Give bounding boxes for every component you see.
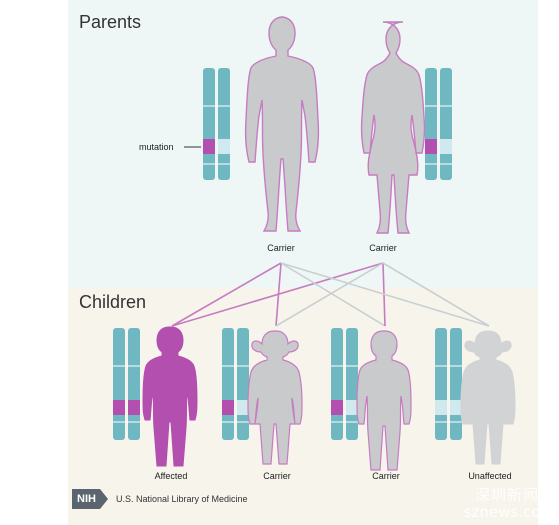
inheritance-lines [171, 262, 490, 327]
chromosome [128, 328, 140, 440]
watermark-url: sznews.com [463, 503, 555, 521]
father-status-label: Carrier [267, 243, 295, 253]
normal-band [450, 400, 462, 415]
child3-status-label: Carrier [372, 471, 400, 481]
chromosome [425, 68, 437, 180]
chromosome [203, 68, 215, 180]
child3-chromosome-pair [331, 328, 358, 440]
mother-status-label: Carrier [369, 243, 397, 253]
children-heading: Children [79, 292, 147, 312]
chromosome [450, 328, 462, 440]
chromosome [237, 328, 249, 440]
mutation-band [425, 139, 437, 154]
chromosome [331, 328, 343, 440]
normal-band [346, 400, 358, 415]
chromosome [113, 328, 125, 440]
child2-carrier-figure [247, 330, 303, 465]
nih-logo-text: NIH [77, 493, 96, 505]
mutation-label: mutation [139, 142, 174, 152]
normal-band [440, 139, 452, 154]
mother-chromosome-pair [425, 68, 452, 180]
parents-heading: Parents [79, 12, 142, 32]
chromosome [346, 328, 358, 440]
child4-unaffected-figure [460, 330, 516, 465]
mutation-band [128, 400, 140, 415]
line-mother-to-child2 [275, 262, 384, 327]
mutation-band [222, 400, 234, 415]
line-father-to-child1 [171, 262, 282, 327]
child4-status-label: Unaffected [468, 471, 512, 481]
line-mother-to-child4 [382, 262, 490, 327]
chromosome [218, 68, 230, 180]
child3-carrier-figure [356, 330, 412, 471]
chromosome [222, 328, 234, 440]
chromosome [435, 328, 447, 440]
mother-figure [360, 21, 426, 234]
line-mother-to-child1 [171, 262, 384, 327]
nih-logo: NIH [72, 489, 108, 509]
child1-status-label: Affected [154, 471, 188, 481]
child1-affected-figure [142, 326, 198, 467]
line-father-to-child3 [280, 262, 386, 327]
parents-panel [68, 0, 538, 288]
watermark-chinese: 深圳新闻网 [474, 486, 555, 504]
nlm-label: U.S. National Library of Medicine [115, 494, 248, 504]
normal-band [218, 139, 230, 154]
child2-status-label: Carrier [263, 471, 291, 481]
chromosome [440, 68, 452, 180]
mutation-band [113, 400, 125, 415]
normal-band [237, 400, 249, 415]
father-chromosome-pair [184, 68, 230, 180]
normal-band [435, 400, 447, 415]
father-figure [244, 16, 320, 232]
nih-logo-arrow-icon [99, 489, 108, 509]
child2-chromosome-pair [222, 328, 249, 440]
line-father-to-child4 [280, 262, 490, 327]
mutation-band [331, 400, 343, 415]
child1-chromosome-pair [113, 328, 140, 440]
mutation-band [203, 139, 215, 154]
child4-chromosome-pair [435, 328, 462, 440]
footer: NIH U.S. National Library of Medicine [72, 488, 248, 510]
line-father-to-child2 [275, 262, 282, 327]
